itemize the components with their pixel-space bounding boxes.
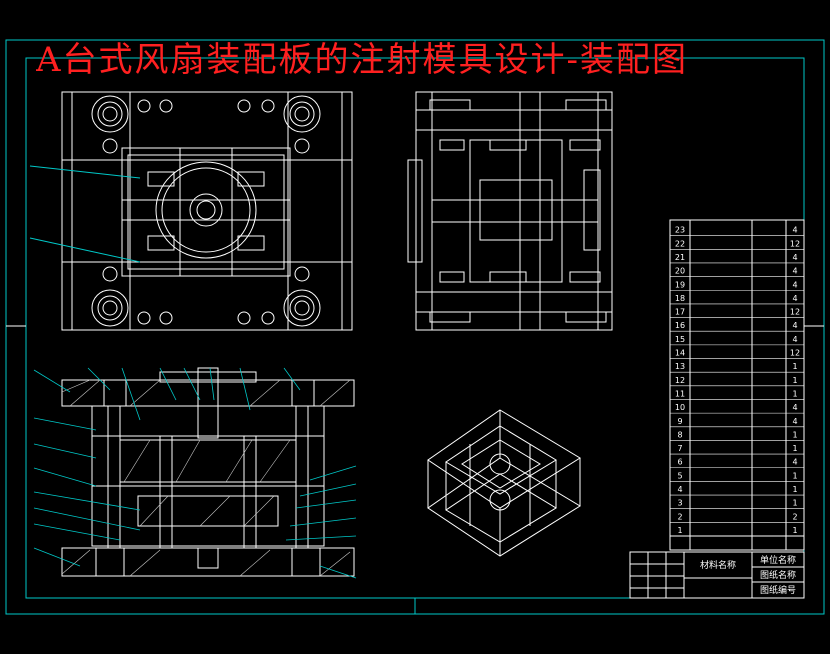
bom-row-qty: 1 <box>792 376 797 385</box>
side-view <box>407 91 613 331</box>
bom-row-number: 23 <box>675 226 685 235</box>
isometric-view <box>427 409 581 557</box>
bom-row-number: 18 <box>675 294 685 303</box>
bom-row-qty: 2 <box>792 512 797 521</box>
drawing-title: A台式风扇装配板的注射模具设计-装配图 <box>36 40 689 80</box>
bom-row-qty: 1 <box>792 444 797 453</box>
bom-row-number: 20 <box>675 267 685 276</box>
bom-row-qty: 4 <box>792 294 797 303</box>
unit-name-label: 单位名称 <box>760 554 796 566</box>
bom-row-number: 4 <box>677 485 682 494</box>
bom-row-number: 11 <box>675 389 685 398</box>
bom-row-qty: 12 <box>790 239 800 248</box>
bom-row-number: 17 <box>675 308 685 317</box>
bom-row-number: 22 <box>675 239 685 248</box>
bom-row-number: 9 <box>677 417 682 426</box>
bom-row-qty: 4 <box>792 321 797 330</box>
bom-row-qty: 1 <box>792 526 797 535</box>
bom-row-qty: 12 <box>790 308 800 317</box>
bom-row-qty: 1 <box>792 389 797 398</box>
inner-frame <box>25 57 805 599</box>
bom-row-number: 21 <box>675 253 685 262</box>
bom-row-number: 5 <box>677 471 682 480</box>
bom-row-number: 7 <box>677 444 682 453</box>
bom-row-number: 14 <box>675 349 685 358</box>
bom-row-number: 1 <box>677 526 682 535</box>
top-view <box>29 91 353 331</box>
bom-row-qty: 4 <box>792 267 797 276</box>
bom-row-qty: 4 <box>792 417 797 426</box>
bom-row-number: 10 <box>675 403 685 412</box>
bom-row-qty: 1 <box>792 430 797 439</box>
bom-row-qty: 4 <box>792 253 797 262</box>
bom-row-qty: 4 <box>792 335 797 344</box>
bom-row-number: 3 <box>677 499 682 508</box>
bom-row-number: 13 <box>675 362 685 371</box>
bom-row-number: 15 <box>675 335 685 344</box>
bom-row-qty: 4 <box>792 280 797 289</box>
bom-row-qty: 1 <box>792 485 797 494</box>
bom-row-number: 6 <box>677 458 682 467</box>
bom-row-qty: 4 <box>792 403 797 412</box>
drawing-number-label: 图纸编号 <box>760 584 796 596</box>
bom-row-qty: 12 <box>790 349 800 358</box>
bom-row-qty: 1 <box>792 362 797 371</box>
drawing-name-label: 图纸名称 <box>760 569 796 581</box>
material-name-label: 材料名称 <box>700 559 736 571</box>
section-view <box>33 367 357 579</box>
bom-row-number: 8 <box>677 430 682 439</box>
bom-row-number: 12 <box>675 376 685 385</box>
title-block: 材料名称 单位名称 图纸名称 图纸编号 <box>629 551 805 599</box>
bom-row-qty: 4 <box>792 458 797 467</box>
bom-row-number: 19 <box>675 280 685 289</box>
bom-row-qty: 1 <box>792 499 797 508</box>
bom-row-qty: 1 <box>792 471 797 480</box>
bom-row-number: 2 <box>677 512 682 521</box>
bom-row-number: 16 <box>675 321 685 330</box>
bom-row-qty: 4 <box>792 226 797 235</box>
